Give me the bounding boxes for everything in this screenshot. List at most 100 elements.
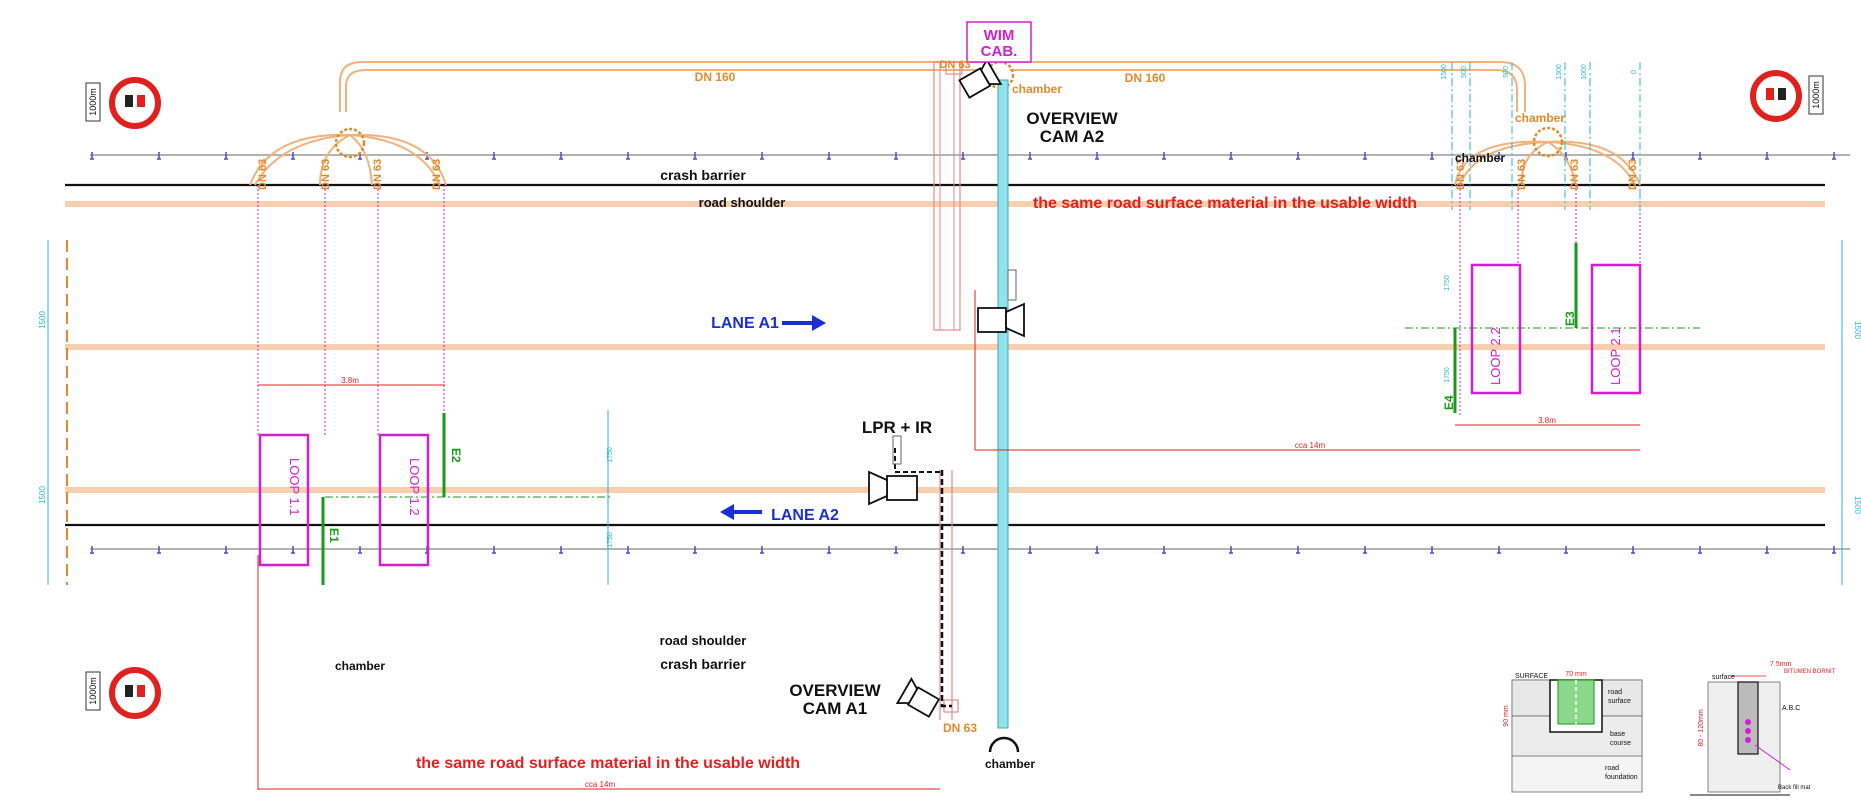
detail1-road-surface-1: road xyxy=(1608,689,1622,696)
loop-cross-section-detail: SURFACE 70 mm 90 mm road surface base co… xyxy=(1503,671,1643,793)
barrier-post xyxy=(1631,152,1635,160)
arrow-right-icon xyxy=(782,315,826,331)
detail1-road-foundation-1: road xyxy=(1605,765,1619,772)
barrier-post xyxy=(1430,152,1434,160)
dist-cca14-bottom: cca 14m xyxy=(585,780,616,789)
barrier-post xyxy=(1296,152,1300,160)
barrier-post xyxy=(559,152,563,160)
chamber-icon xyxy=(334,127,366,159)
loop-2-2 xyxy=(1470,263,1522,395)
dim-1750-left-top: 1750 xyxy=(607,447,614,463)
dim-top-5: 1000 xyxy=(1581,64,1588,80)
barrier-post xyxy=(961,546,965,554)
surface-note-top: the same road surface material in the us… xyxy=(1033,195,1417,212)
barrier-post xyxy=(894,152,898,160)
barrier-post xyxy=(1229,546,1233,554)
detail2-abc: A.B.C xyxy=(1782,705,1800,712)
loop-lead-lines xyxy=(257,185,1641,435)
barrier-post xyxy=(626,152,630,160)
barrier-post xyxy=(559,546,563,554)
loop-2-1-label: LOOP 2.1 xyxy=(1608,327,1623,385)
dn160-conduit-left-b xyxy=(345,69,990,112)
gantry xyxy=(894,61,1020,753)
dn63-label: DN 63 xyxy=(320,159,332,190)
lane-a1-label: LANE A1 xyxy=(711,315,779,332)
surface-note-bottom: the same road surface material in the us… xyxy=(416,755,800,772)
barrier-post xyxy=(1028,152,1032,160)
no-overtaking-sign-icon xyxy=(109,667,161,719)
wim-cabinet xyxy=(966,21,1032,63)
dist-38-left: 3.8m xyxy=(341,376,359,385)
dn63-label: DN 63 xyxy=(431,159,443,190)
barrier-post xyxy=(1430,546,1434,554)
barrier-post xyxy=(1363,152,1367,160)
camera-icon xyxy=(868,435,918,506)
detail2-surface: surface xyxy=(1712,674,1735,681)
dist-38-right: 3.8m xyxy=(1538,416,1556,425)
barrier-post xyxy=(90,152,94,160)
sign-distance-label: 1000m xyxy=(1811,81,1821,109)
arrow-left-icon xyxy=(720,504,762,520)
dn63-label-bottom: DN 63 xyxy=(943,721,977,735)
barrier-post xyxy=(1296,546,1300,554)
barrier-post xyxy=(1497,546,1501,554)
barrier-post xyxy=(1363,546,1367,554)
barrier-post xyxy=(894,546,898,554)
dim-top-4: 1300 xyxy=(1556,64,1563,80)
wim-cab-line2: CAB. xyxy=(981,43,1018,60)
barrier-post xyxy=(1162,546,1166,554)
camera-icon xyxy=(977,269,1025,338)
conduits xyxy=(249,61,1641,186)
dn63-label: DN 63 xyxy=(257,159,269,190)
dn63-label: DN 63 xyxy=(1455,159,1467,190)
barrier-post xyxy=(1095,152,1099,160)
chamber-label-right-orange: chamber xyxy=(1515,111,1565,125)
dn63-label: DN 63 xyxy=(1569,159,1581,190)
dn160-label-right: DN 160 xyxy=(1125,71,1166,85)
barrier-post xyxy=(626,546,630,554)
detail1-base-course-2: course xyxy=(1610,740,1631,747)
barrier-post xyxy=(291,546,295,554)
detail1-base-course-1: base xyxy=(1610,731,1625,738)
dim-1750-bottom: 1750 xyxy=(1444,367,1451,383)
detail1-road-foundation-2: foundation xyxy=(1605,774,1638,781)
detail1-width: 70 mm xyxy=(1565,671,1587,678)
barrier-post xyxy=(492,546,496,554)
barrier-posts-bottom xyxy=(90,546,1836,554)
loop-1-2-label: LOOP 1.2 xyxy=(407,458,422,516)
dn63-label: DN 63 xyxy=(1516,159,1528,190)
barrier-post xyxy=(693,152,697,160)
barrier-post xyxy=(358,546,362,554)
dn160-conduit-left-a xyxy=(339,61,990,112)
barrier-post xyxy=(1028,546,1032,554)
road-shoulder-top-label: road shoulder xyxy=(699,195,786,210)
barrier-post xyxy=(760,152,764,160)
e2-label: E2 xyxy=(449,448,463,463)
dn63-label-top: DN 63 xyxy=(939,59,970,71)
barrier-post xyxy=(1497,152,1501,160)
detail2-bitumen: BITUMEN BORNIT xyxy=(1784,669,1836,675)
barrier-post xyxy=(157,152,161,160)
lane-a2-label: LANE A2 xyxy=(771,507,839,524)
overview-cam-a2-line1: OVERVIEW xyxy=(1026,109,1118,128)
barrier-post xyxy=(1698,546,1702,554)
chamber-label-bottom-left: chamber xyxy=(335,659,385,673)
detail2-width: 7.5mm xyxy=(1770,661,1792,668)
overview-cam-a1-line1: OVERVIEW xyxy=(789,681,881,700)
dim-1500-left-top: 1500 xyxy=(38,311,47,329)
overview-cam-a2-line2: CAM A2 xyxy=(1040,127,1105,146)
barrier-post xyxy=(1095,546,1099,554)
dim-1500-left-bottom: 1500 xyxy=(38,486,47,504)
fan-left-1 xyxy=(254,134,351,186)
crash-barrier-bottom-label: crash barrier xyxy=(660,656,746,672)
dn63-label: DN 63 xyxy=(372,159,384,190)
detail2-depth: 80 - 120mm xyxy=(1698,709,1705,747)
camera-icon xyxy=(895,677,941,718)
dn63-label: DN 63 xyxy=(1627,159,1639,190)
chamber-label-bottom: chamber xyxy=(985,757,1035,771)
sensor-cross-section-detail: 7.5mm BITUMEN BORNIT surface 80 - 120mm … xyxy=(1690,661,1836,796)
barrier-post xyxy=(1832,546,1836,554)
no-overtaking-sign-icon xyxy=(1750,70,1802,122)
